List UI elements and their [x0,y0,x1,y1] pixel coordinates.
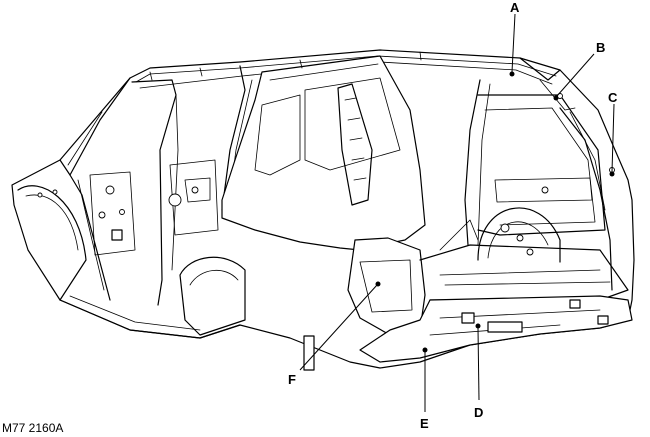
marker-d [475,323,481,329]
callout-e: E [420,416,429,431]
marker-c [609,171,615,177]
marker-b [553,95,559,101]
callout-f: F [288,372,296,387]
leader-b [556,53,595,97]
marker-a [509,71,515,77]
callout-labels: A B C D E F [288,0,618,431]
marker-e [422,347,428,353]
callout-d: D [474,405,483,420]
callout-c: C [608,90,618,105]
callout-b: B [596,40,605,55]
figure-reference: M77 2160A [2,421,63,435]
leader-c [611,103,615,173]
leader-f [299,284,378,371]
callout-a: A [510,0,520,15]
callout-markers [375,71,615,353]
leader-lines [299,13,615,412]
body-shell [11,49,635,371]
leader-d [477,327,480,401]
leader-a [511,13,516,73]
